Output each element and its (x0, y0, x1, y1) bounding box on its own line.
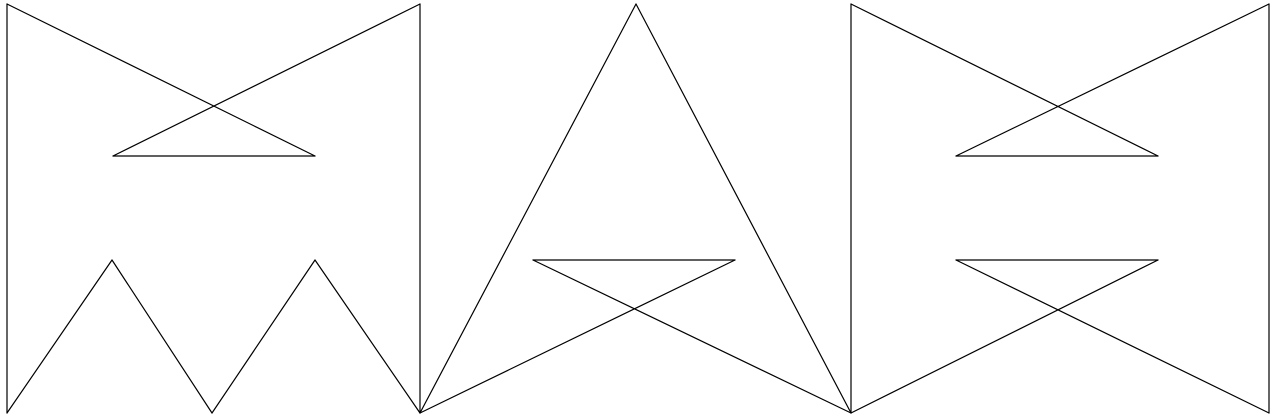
right-shape-line-8 (850, 259, 1159, 414)
left-shape-line-7 (111, 259, 213, 414)
right-shape (850, 3, 1270, 414)
right-shape-line-7 (955, 259, 1270, 414)
line-figure (6, 3, 1270, 414)
left-shape-line-2 (6, 3, 316, 157)
left-shape (6, 3, 421, 414)
left-shape-line-9 (314, 259, 421, 414)
middle-shape-line-1 (419, 3, 637, 414)
right-shape-line-4 (955, 3, 1270, 157)
middle-shape-line-2 (635, 3, 852, 414)
middle-shape-line-5 (419, 259, 736, 414)
left-shape-line-8 (211, 259, 316, 414)
left-shape-line-6 (6, 259, 113, 414)
right-shape-line-2 (850, 3, 1159, 157)
middle-shape (419, 3, 852, 414)
middle-shape-line-4 (532, 259, 852, 414)
left-shape-line-4 (112, 3, 421, 157)
